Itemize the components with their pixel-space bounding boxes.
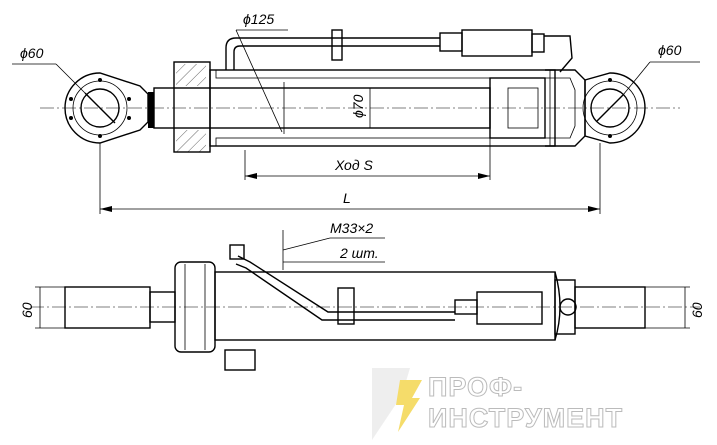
length-label: L [343, 190, 351, 206]
watermark-text: ПРОФ-ИНСТРУМЕНТ [428, 372, 624, 434]
left-clevis [64, 286, 151, 329]
piston [489, 77, 546, 139]
thread-label: M33×2 [330, 220, 373, 236]
left-width-label: 60 [19, 302, 35, 318]
right-width-label: 60 [689, 302, 705, 318]
quantity-label: 2 шт. [339, 245, 379, 261]
right-eye-diameter-label: ϕ60 [658, 42, 682, 58]
rod-diameter-label: ϕ70 [350, 94, 366, 118]
right-clevis [574, 286, 646, 329]
top-view-section: ϕ60 ϕ125 ϕ60 ϕ70 Ход S L [12, 11, 700, 214]
stroke-label: Ход S [334, 157, 373, 173]
cylinder-diameter-label: ϕ125 [243, 11, 274, 27]
watermark-logo-icon [372, 368, 422, 440]
left-eye-diameter-label: ϕ60 [20, 45, 44, 61]
left-eye [12, 63, 149, 144]
bottom-view: M33×2 2 шт. 60 60 [19, 220, 705, 371]
right-eye [582, 61, 700, 144]
hydraulic-lock [461, 29, 533, 57]
hydraulic-lock-side [476, 291, 543, 325]
